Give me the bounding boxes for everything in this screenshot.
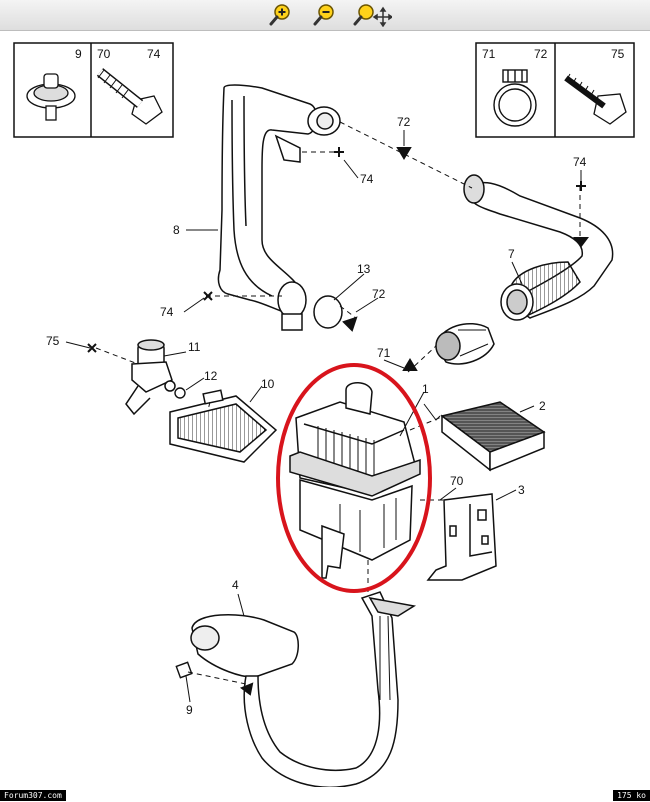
bolt-icon xyxy=(96,68,163,125)
screw-icon xyxy=(564,73,627,125)
callout-75: 75 xyxy=(46,334,60,348)
part-9-clip xyxy=(175,661,193,679)
box-label-70: 70 xyxy=(97,47,111,61)
callout-74-right: 74 xyxy=(573,155,587,169)
parts-diagram: 9 70 74 71 72 75 xyxy=(13,42,635,787)
callout-71: 71 xyxy=(377,346,391,360)
box-label-71: 71 xyxy=(482,47,496,61)
part-4-lower-duct xyxy=(190,591,417,787)
callout-7: 7 xyxy=(508,247,515,261)
zoom-out-icon[interactable] xyxy=(312,3,338,27)
site-watermark: Forum307.com xyxy=(0,790,66,801)
box-label-9: 9 xyxy=(75,47,82,61)
callout-3: 3 xyxy=(518,483,525,497)
fasteners-box-left: 9 70 74 xyxy=(13,42,174,138)
callout-10: 10 xyxy=(261,377,275,391)
box-label-74: 74 xyxy=(147,47,161,61)
callout-4: 4 xyxy=(232,578,239,592)
part-7-air-hose xyxy=(435,174,614,365)
callout-8: 8 xyxy=(173,223,180,237)
viewer-footer: Forum307.com 175 ko xyxy=(0,788,650,802)
callout-2: 2 xyxy=(539,399,546,413)
part-12-grommet xyxy=(174,387,186,399)
box-label-72: 72 xyxy=(534,47,548,61)
assembly-markers xyxy=(87,147,589,696)
callout-labels: 8 72 74 74 7 13 72 74 75 11 71 12 10 1 2… xyxy=(46,115,587,717)
callout-74-upper: 74 xyxy=(360,172,374,186)
callout-leaders xyxy=(65,130,582,703)
callout-13: 13 xyxy=(357,262,371,276)
box-label-75: 75 xyxy=(611,47,625,61)
fasteners-box-right: 71 72 75 xyxy=(475,42,635,138)
callout-72-mid: 72 xyxy=(372,287,386,301)
clip-fastener-icon xyxy=(26,73,76,121)
part-1-airbox xyxy=(289,382,421,579)
part-10-heat-exchanger xyxy=(169,389,278,463)
callout-72-top: 72 xyxy=(397,115,411,129)
callout-70: 70 xyxy=(450,474,464,488)
part-11-valve xyxy=(125,339,176,416)
part-2-air-filter xyxy=(440,401,546,472)
zoom-in-icon[interactable] xyxy=(268,3,294,27)
callout-11: 11 xyxy=(188,340,201,354)
part-3-bracket xyxy=(426,493,497,581)
part-8-intake-duct xyxy=(217,84,341,331)
hose-clamp-icon xyxy=(493,69,537,127)
viewer-toolbar xyxy=(0,0,650,31)
callout-1: 1 xyxy=(422,382,429,396)
zoom-fit-icon[interactable] xyxy=(352,3,394,28)
callout-9: 9 xyxy=(186,703,193,717)
callout-74-left: 74 xyxy=(160,305,174,319)
file-size-label: 175 ko xyxy=(613,790,650,801)
part-13-seal xyxy=(313,295,343,329)
callout-12: 12 xyxy=(204,369,218,383)
highlight-ellipse xyxy=(276,363,432,593)
